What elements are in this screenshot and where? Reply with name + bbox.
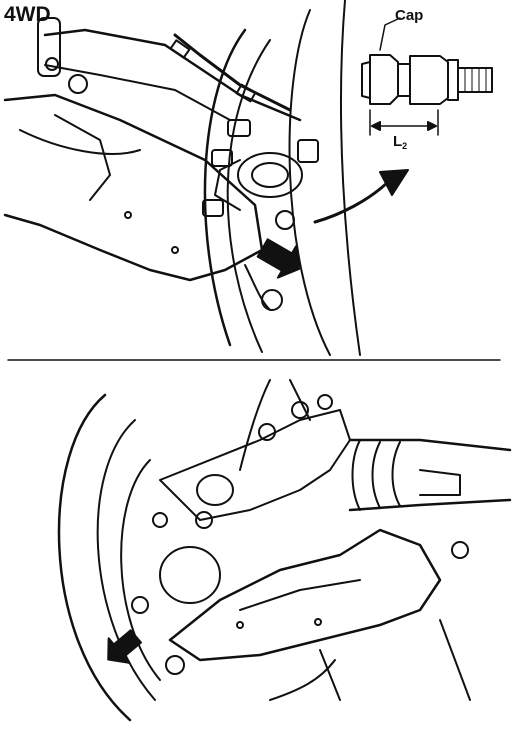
top-link-bolt-2 (68, 74, 88, 94)
length-letter: L (393, 133, 403, 150)
bottom-rim (120, 459, 161, 681)
bottom-cv-boot-ribs (351, 439, 401, 511)
top-bolt-head-4 (297, 139, 319, 163)
bottom-knuckle-nut (195, 511, 213, 529)
bottom-lower-bolt (131, 596, 149, 614)
bottom-tire-bottom (269, 659, 336, 701)
leader-arrow-curve (313, 178, 392, 224)
bottom-shaft-bottom (348, 498, 512, 512)
bottom-arm-hole-2 (314, 618, 322, 626)
bottom-tire-inner (96, 419, 156, 701)
top-stabilizer-clamp-1 (169, 39, 191, 59)
top-cap-inset (361, 17, 493, 136)
bottom-knuckle-bolt (152, 512, 168, 528)
bottom-cv-joint (419, 469, 461, 496)
bottom-stab-link-nut (165, 655, 185, 675)
top-stabilizer-clamp-2 (235, 83, 257, 103)
top-arm-hole-1 (124, 211, 132, 219)
bottom-panel-illustration (57, 379, 512, 722)
bottom-upper-bolt-3 (317, 394, 333, 410)
bottom-frame-lines (319, 619, 471, 701)
dim-arrow-right (427, 121, 437, 131)
bottom-arm-ridge (239, 579, 361, 611)
variant-label: 4WD (4, 3, 51, 26)
cap-nut (369, 54, 399, 105)
cap-thread-lines (464, 67, 487, 93)
top-arm-hole-2 (171, 246, 179, 254)
cap-collar (397, 63, 411, 97)
top-nut (275, 210, 295, 230)
top-brake-line (244, 264, 271, 311)
bottom-upper-bolt-1 (258, 423, 276, 441)
cap-hex (409, 55, 449, 105)
top-lower-nut (261, 289, 283, 311)
top-ball-joint-core (251, 162, 289, 188)
top-ball-joint-boot (237, 152, 303, 198)
bottom-wheel-top (239, 379, 271, 471)
cap-leader (379, 17, 401, 51)
cap-flange (447, 59, 459, 101)
bottom-arm-hole (236, 621, 244, 629)
top-upper-link-lower (44, 64, 231, 121)
cap-thread (457, 67, 493, 93)
top-tire-edge (288, 9, 331, 356)
top-tire-outer (339, 0, 361, 356)
top-bolt-head-2 (211, 149, 233, 167)
bottom-frame-bolt (451, 541, 469, 559)
bottom-upper-arm (159, 409, 351, 521)
bottom-lower-arm (168, 528, 442, 662)
length-label: L2 (393, 134, 407, 151)
bottom-shaft-top (348, 438, 512, 452)
top-bolt-head-1 (227, 119, 251, 137)
length-subscript: 2 (402, 141, 408, 151)
top-link-bolt-1 (45, 57, 59, 71)
top-rotor-outer-arc (203, 28, 247, 347)
top-link-bushing (37, 17, 61, 77)
bottom-strut-rod (289, 379, 311, 421)
top-panel-illustration (3, 0, 361, 356)
top-rotor-inner-arc (226, 39, 271, 353)
top-lower-arm-ridge (19, 129, 141, 155)
top-pointer-arrow (256, 238, 301, 279)
top-upper-link (43, 28, 302, 122)
bottom-pointer-arrow (107, 629, 142, 664)
bottom-ball-joint (159, 546, 221, 604)
cap-washer (361, 61, 371, 99)
top-bolt-head-3 (202, 199, 224, 217)
top-lower-arm-edge (54, 114, 111, 201)
bottom-upper-ball-joint (196, 474, 234, 506)
bottom-tire-outer (57, 393, 132, 722)
leader-arrow-head (379, 169, 409, 196)
top-stabilizer-bar (173, 33, 292, 112)
cap-label: Cap (395, 7, 424, 24)
top-lower-arm-outline (3, 93, 264, 282)
dim-arrow-left (371, 121, 381, 131)
